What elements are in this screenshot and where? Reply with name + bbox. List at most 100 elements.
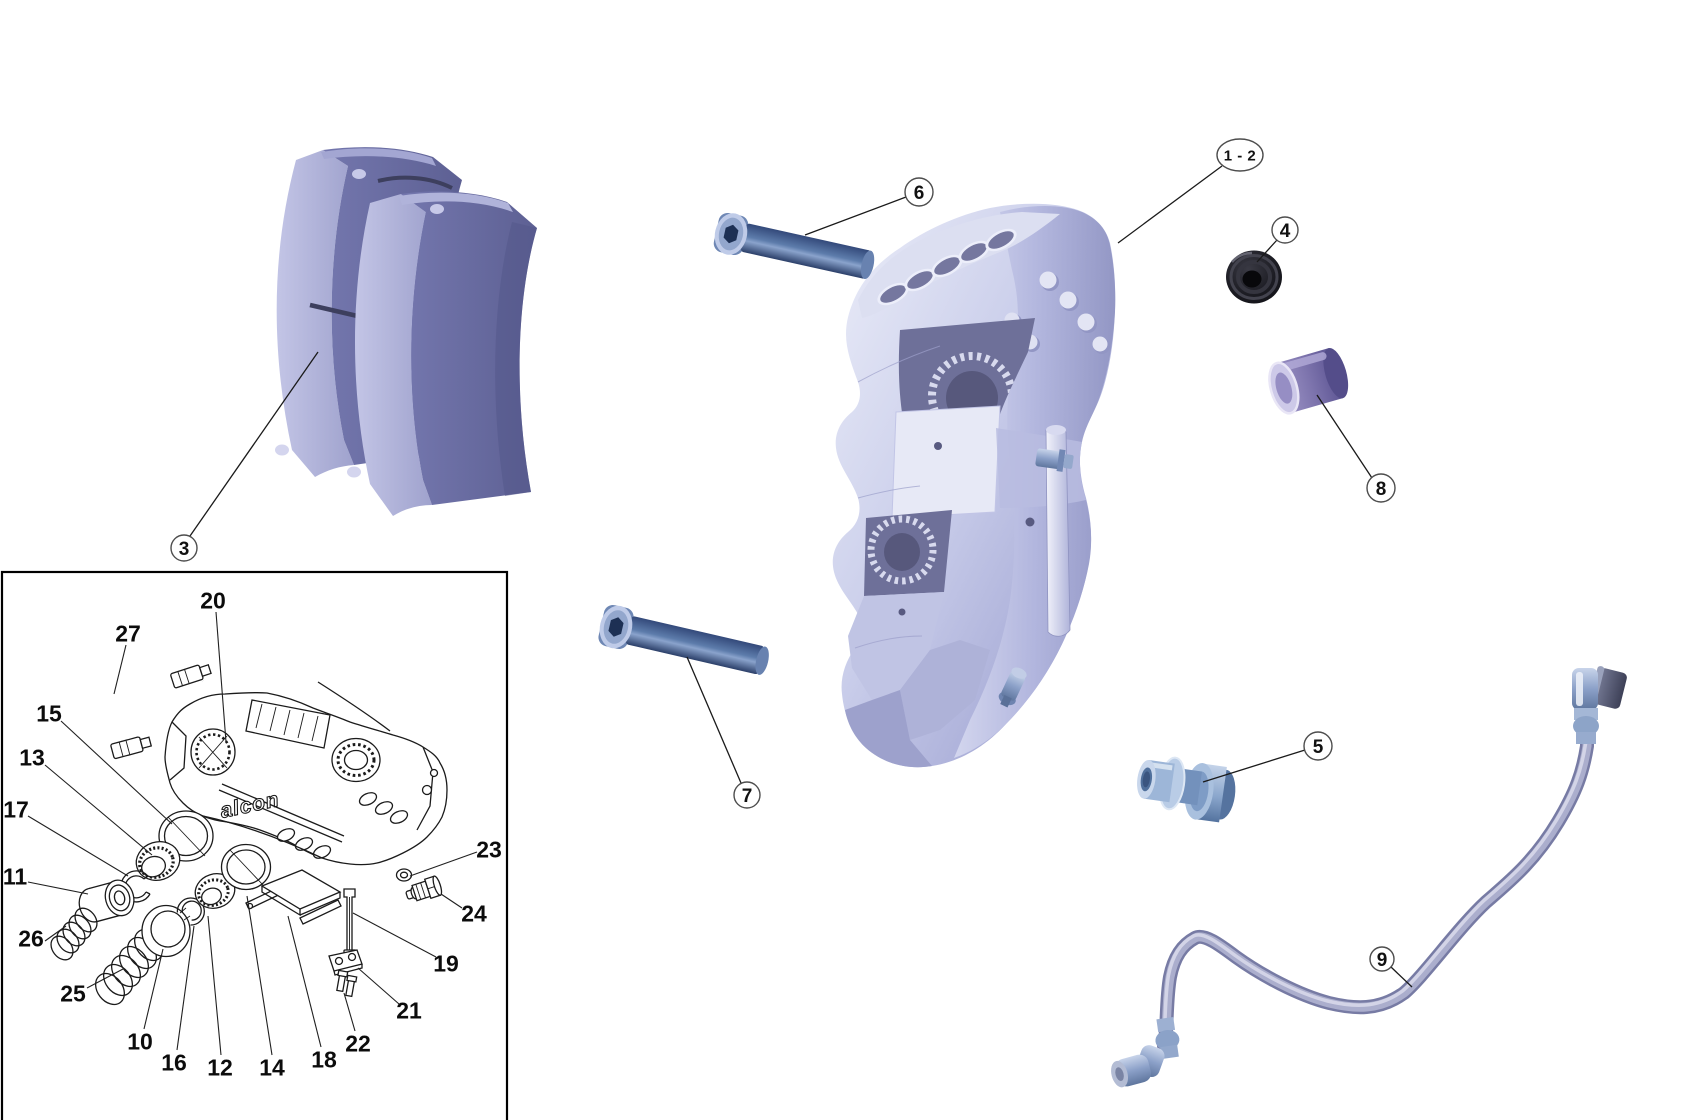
inset-washer-23 xyxy=(395,868,413,882)
inset-callout-leader-line xyxy=(176,925,195,1051)
inset-callout-21: 21 xyxy=(357,967,422,1023)
front-pad-top-edge xyxy=(399,192,513,212)
caliper-crease-lines xyxy=(854,345,941,649)
pad-hole xyxy=(275,444,289,456)
inset-callout-10: 10 xyxy=(127,948,164,1054)
inset-callout-14: 14 xyxy=(246,895,285,1080)
callout-leader-line xyxy=(686,656,742,784)
inset-bleed-screw-24 xyxy=(405,875,443,902)
inset-callout-leader-line xyxy=(352,912,437,958)
inset-callout-number: 17 xyxy=(3,796,29,822)
callout-bubble xyxy=(1271,216,1299,244)
inset-callout-leader-line xyxy=(287,915,322,1048)
inset-panel: alcon xyxy=(0,570,509,1120)
inset-callout-leader-line xyxy=(409,851,478,877)
inset-callout-26: 26 xyxy=(18,925,67,951)
brake-hose-render xyxy=(1111,666,1627,1088)
callout-bubble xyxy=(1303,731,1333,761)
main-callout-layer: 1 - 2 3 4 5 6 7 8 9 xyxy=(170,138,1413,988)
inset-callout-11: 11 xyxy=(3,863,89,895)
inset-callout-13: 13 xyxy=(19,744,153,856)
caliper-foot-facet-2 xyxy=(900,640,990,740)
inset-spring-25 xyxy=(94,928,165,1006)
inset-callout-number: 26 xyxy=(18,925,44,951)
callout-bubble xyxy=(170,534,198,562)
inset-callout-leader-line xyxy=(60,720,173,825)
callout-leader-line xyxy=(804,196,907,236)
callout-3: 3 xyxy=(170,351,319,562)
hose-bottom-fitting xyxy=(1111,1017,1180,1088)
inset-callout-leader-line xyxy=(357,967,400,1005)
hose-tube xyxy=(1157,695,1594,1053)
inset-callout-leader-line xyxy=(143,948,164,1030)
inset-callout-24: 24 xyxy=(440,893,487,926)
inset-bearing-12 xyxy=(194,873,236,909)
inset-callout-23: 23 xyxy=(409,836,502,877)
inset-callout-leader-line xyxy=(246,895,273,1056)
callout-bubble xyxy=(904,177,934,207)
inset-callout-number: 23 xyxy=(476,836,502,862)
callout-8: 8 xyxy=(1316,394,1396,503)
inset-callout-number: 15 xyxy=(36,700,62,726)
callout-number: 4 xyxy=(1280,221,1291,242)
plug-fitting-render xyxy=(1137,756,1236,823)
inset-callout-leader-line xyxy=(207,915,222,1056)
caliper-bottom-stud xyxy=(998,667,1027,708)
inset-callout-22: 22 xyxy=(343,992,371,1056)
callout-leader-line xyxy=(1390,966,1413,988)
inset-callout-number: 11 xyxy=(3,863,28,889)
inset-piston-pockets xyxy=(276,792,409,859)
pad-groove xyxy=(377,175,453,190)
inset-hose-27 xyxy=(102,664,212,760)
caliper-top-slots xyxy=(877,228,1017,306)
inset-callout-number: 14 xyxy=(259,1054,285,1080)
callout-6: 6 xyxy=(804,177,934,236)
inset-callout-leader-line xyxy=(27,815,129,877)
inset-border-box xyxy=(0,570,509,1120)
inset-callout-leader-line xyxy=(44,925,67,942)
inset-callout-leader-line xyxy=(86,968,124,989)
callout-number: 7 xyxy=(742,786,753,807)
inset-caliper-drawing: alcon xyxy=(164,681,448,866)
pad-hole xyxy=(352,169,366,179)
rubber-cap-render xyxy=(1226,250,1282,304)
inset-callout-number: 27 xyxy=(115,620,141,646)
caliper-foot-facet-3 xyxy=(845,690,932,768)
hex-socket xyxy=(608,617,624,637)
caliper-bolt-lower xyxy=(598,604,769,675)
spacer-bushing-render xyxy=(1268,348,1349,415)
callout-leader-line xyxy=(1202,749,1306,783)
caliper-lower-bore-recess xyxy=(864,510,952,596)
inset-callout-leader-line xyxy=(27,881,89,895)
callout-bubble xyxy=(733,781,761,809)
caliper-side-fitting xyxy=(1035,448,1074,472)
callout-number: 8 xyxy=(1376,479,1387,500)
inset-line-art: alcon xyxy=(50,664,448,1006)
inset-callout-number: 13 xyxy=(19,744,45,770)
pad-hole xyxy=(430,204,444,214)
callout-number: 1 - 2 xyxy=(1224,147,1257,164)
inset-callout-27: 27 xyxy=(113,620,141,695)
inset-callout-20: 20 xyxy=(200,587,227,743)
inset-callout-18: 18 xyxy=(287,915,337,1072)
inset-callout-17: 17 xyxy=(3,796,129,877)
inset-callout-16: 16 xyxy=(161,925,195,1075)
front-pad-friction xyxy=(355,194,432,516)
caliper-foot-facet-1 xyxy=(848,592,944,700)
inset-callout-number: 19 xyxy=(433,950,459,976)
callout-bubble xyxy=(1369,946,1395,972)
hose-top-fitting xyxy=(1572,666,1627,744)
callout-1-2: 1 - 2 xyxy=(1117,138,1264,244)
inset-box-border xyxy=(0,570,509,1120)
inset-callout-number: 10 xyxy=(127,1028,153,1054)
caliper-bridge-tube xyxy=(1045,425,1071,637)
inset-callout-leader-line xyxy=(343,992,356,1032)
brake-pads-render xyxy=(275,147,537,516)
callout-number: 5 xyxy=(1313,737,1324,758)
inset-callout-number: 16 xyxy=(161,1049,187,1075)
caliper-small-holes xyxy=(898,442,1035,616)
callout-9: 9 xyxy=(1369,946,1413,988)
